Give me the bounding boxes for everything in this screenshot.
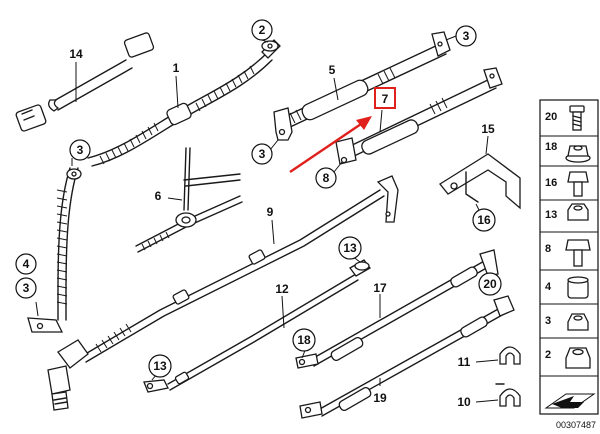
label-17: 17 (373, 281, 387, 295)
document-number: 00307487 (556, 420, 596, 430)
nut-3-icon (567, 313, 589, 331)
label-13-top: 13 (343, 241, 357, 255)
part-12-cable (143, 259, 371, 393)
bolt-20-icon (569, 105, 585, 131)
callout-circle-13-bottom (148, 354, 172, 378)
label-9: 9 (267, 205, 274, 219)
label-8: 8 (323, 171, 330, 185)
part-7-cable (335, 67, 503, 165)
callout-circle-8 (315, 167, 337, 189)
sidebar-label-2: 2 (545, 349, 551, 361)
callout-circle-13-top (338, 236, 362, 260)
label-6: 6 (155, 189, 162, 203)
label-3-mid: 3 (259, 147, 266, 161)
label-3-bottom: 3 (23, 281, 30, 295)
nut-18-icon (565, 145, 591, 163)
label-1: 1 (173, 61, 180, 75)
part-5-cable (273, 31, 451, 141)
label-3-left: 3 (77, 143, 84, 157)
label-13-bottom: 13 (153, 359, 167, 373)
sidebar-label-3: 3 (545, 315, 551, 327)
label-3-top: 3 (463, 29, 470, 43)
part-15-bracket (439, 153, 521, 210)
callout-circle-3-left (69, 139, 91, 161)
part-19-cable (299, 295, 515, 419)
leader-lines (35, 35, 499, 403)
label-12: 12 (275, 282, 289, 296)
label-10: 10 (457, 395, 471, 409)
highlight-arrow (289, 116, 372, 173)
label-19: 19 (373, 391, 387, 405)
label-2: 2 (259, 23, 266, 37)
hardware-sidebar: 20 18 16 13 8 4 (539, 99, 599, 415)
part-6-bracket (135, 147, 243, 253)
part-10-clip (495, 383, 521, 407)
part-1-harness (87, 39, 281, 167)
sidebar-label-8: 8 (545, 243, 551, 255)
cap-4-icon (567, 276, 589, 299)
nut-2-icon (565, 347, 591, 369)
label-18: 18 (297, 333, 311, 347)
callout-circle-16 (472, 208, 496, 232)
nut-13-icon (567, 203, 589, 221)
label-11: 11 (458, 355, 471, 369)
highlight-box-7 (374, 87, 396, 109)
callout-circle-3-mid (251, 143, 273, 165)
part-17-cable (295, 249, 499, 369)
callout-circle-2 (251, 19, 273, 41)
part-14-sleeve (15, 32, 155, 132)
callout-circle-4 (15, 253, 37, 275)
label-16: 16 (477, 213, 491, 227)
callout-labels: 14 1 2 3 5 7 3 3 8 15 16 6 9 4 3 13 12 1… (15, 19, 502, 409)
part-11-clip (499, 346, 521, 365)
sidebar-label-16: 16 (545, 177, 557, 189)
callout-circle-20 (478, 272, 502, 296)
label-7: 7 (382, 92, 389, 106)
bolt-16-icon (567, 171, 589, 197)
part-1-lower-run (27, 167, 82, 333)
label-20: 20 (483, 277, 497, 291)
sidebar-label-4: 4 (545, 281, 552, 293)
label-14: 14 (69, 47, 83, 61)
label-5: 5 (329, 63, 336, 77)
label-15: 15 (481, 122, 495, 136)
arrow-symbol-icon (544, 393, 596, 409)
sidebar-label-18: 18 (545, 141, 557, 153)
sidebar-label-13: 13 (545, 209, 557, 221)
callout-circle-3-top (455, 25, 477, 47)
callout-circle-3-bottom (15, 277, 37, 299)
label-4: 4 (23, 257, 30, 271)
sidebar-label-20: 20 (545, 111, 557, 123)
callout-circle-18 (292, 328, 316, 352)
bolt-8-icon (565, 239, 591, 267)
part-9-harness (47, 175, 399, 411)
